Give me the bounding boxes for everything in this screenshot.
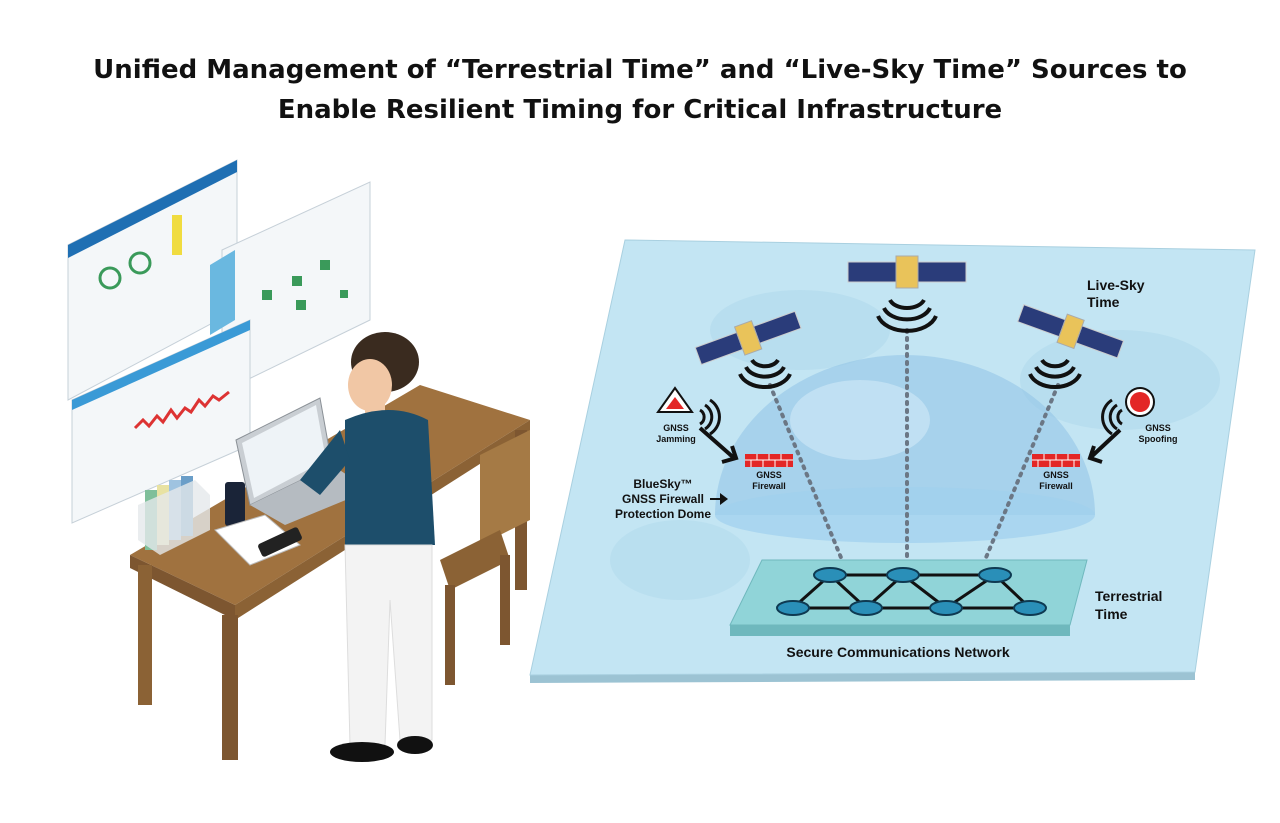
monitor-dashboard	[67, 159, 238, 401]
firewall-right-icon	[1032, 454, 1080, 467]
diagram-title: Unified Management of “Terrestrial Time”…	[0, 50, 1280, 130]
satellite-center	[847, 255, 967, 333]
arrow-right-icon	[710, 493, 728, 505]
signal-icon-left	[738, 358, 792, 390]
satellite-right	[1017, 304, 1125, 359]
firewall-left-icon	[745, 454, 793, 467]
title-line-2: Enable Resilient Timing for Critical Inf…	[277, 95, 1003, 125]
laptop	[235, 397, 370, 525]
signal-icon-right	[1028, 358, 1082, 390]
monitor-timing-graph	[71, 319, 251, 524]
binders	[138, 476, 210, 555]
jamming-warning-icon	[656, 386, 739, 464]
firewall-left-label-2: Firewall	[752, 481, 786, 491]
jamming-label-2: Jamming	[656, 434, 696, 444]
firewall-right-label-1: GNSS	[1043, 470, 1069, 480]
spoofing-label-2: Spoofing	[1139, 434, 1178, 444]
dome-label-3: Protection Dome	[615, 507, 711, 521]
network-label: Secure Communications Network	[786, 644, 1009, 660]
live-sky-label-2: Time	[1087, 294, 1120, 310]
live-sky-label-1: Live-Sky	[1087, 277, 1145, 293]
dome-label-2: GNSS Firewall	[622, 492, 704, 506]
spoofing-label-1: GNSS	[1145, 423, 1171, 433]
chair	[440, 430, 530, 685]
satellite-left	[694, 310, 802, 366]
jamming-label-1: GNSS	[663, 423, 689, 433]
spoofing-alert-icon	[1087, 387, 1155, 464]
terrestrial-label-2: Time	[1095, 606, 1128, 622]
phone	[258, 527, 302, 557]
title-line-1: Unified Management of “Terrestrial Time”…	[93, 55, 1187, 85]
operator-person	[300, 332, 435, 762]
firewall-left-label-1: GNSS	[756, 470, 782, 480]
dome-label-1: BlueSky™	[633, 477, 692, 491]
satellite-links	[768, 328, 1060, 562]
network-platform	[729, 559, 1088, 636]
monitor-network-topology	[210, 181, 371, 393]
terrestrial-label-1: Terrestrial	[1095, 588, 1162, 604]
papers	[214, 514, 301, 566]
cup	[225, 482, 245, 526]
firewall-right-label-2: Firewall	[1039, 481, 1073, 491]
